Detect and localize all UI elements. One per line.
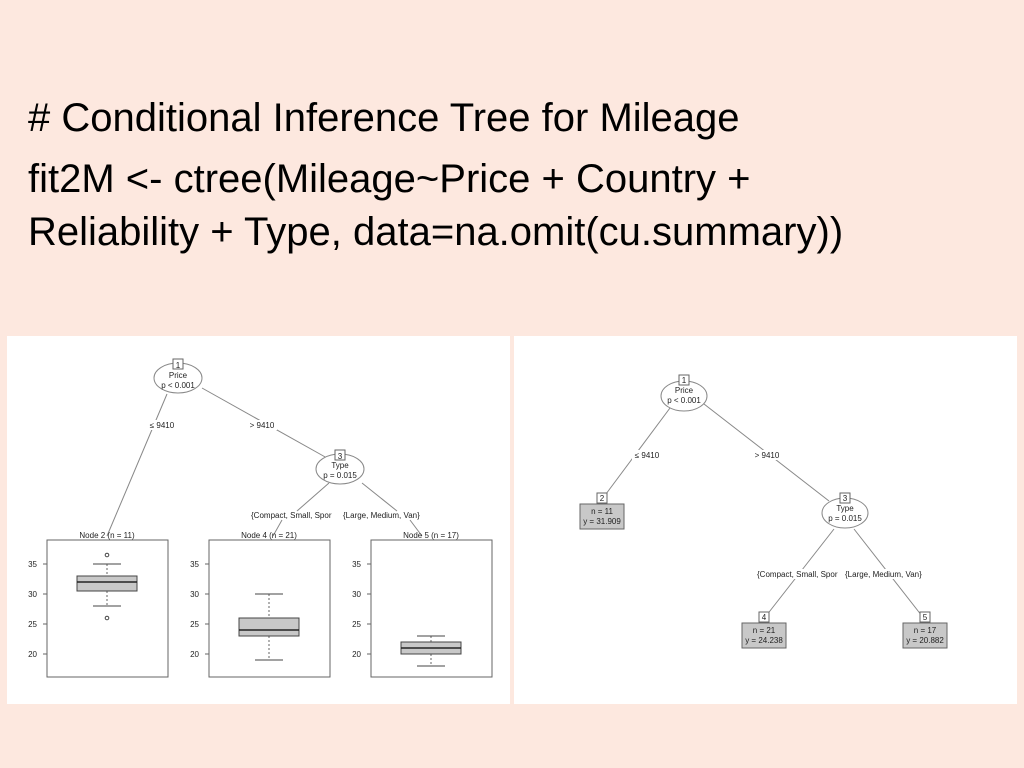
r-inner-node-var: Type [836, 504, 854, 513]
r-leaf-2-id: 5 [923, 613, 928, 622]
leaf-2-tick-20: 20 [352, 650, 361, 659]
r-root-node-id: 1 [682, 376, 687, 385]
edge-label-right: > 9410 [250, 421, 275, 430]
r-root-node-var: Price [675, 386, 694, 395]
r-edge-label-left: ≤ 9410 [635, 451, 660, 460]
edge-label-left: ≤ 9410 [150, 421, 175, 430]
edge-label-inner-left: {Compact, Small, Spor [251, 511, 332, 520]
r-leaf-1-n: n = 21 [753, 626, 776, 635]
leaf-0-tick-25: 25 [28, 620, 37, 629]
r-leaf-node-2: 5 n = 17 y = 20.882 [902, 611, 948, 649]
r-leaf-1-id: 4 [762, 613, 767, 622]
leaf-0-tick-35: 35 [28, 560, 37, 569]
code-line-2: Reliability + Type, data=na.omit(cu.summ… [28, 210, 844, 254]
boxplot-2 [400, 635, 462, 667]
inner-node-id: 3 [338, 452, 343, 461]
r-leaf-node-0: 2 n = 11 y = 31.909 [579, 492, 625, 530]
ctree-boxplot-figure: 1 Price p < 0.001 ≤ 9410 > 9410 3 Type p… [7, 336, 510, 704]
root-node-var: Price [169, 371, 188, 380]
r-root-node-p: p < 0.001 [667, 396, 701, 405]
r-leaf-0-id: 2 [600, 494, 605, 503]
edge-line-inner-right [361, 482, 398, 512]
leaf-0-tick-20: 20 [28, 650, 37, 659]
leaf-1-tick-20: 20 [190, 650, 199, 659]
boxplot-1 [238, 593, 300, 661]
outlier-point [104, 552, 110, 558]
leaf-axis-1 [205, 563, 209, 655]
r-inner-node-id: 3 [843, 494, 848, 503]
leaf-2-tick-35: 35 [352, 560, 361, 569]
boxplot-0 [76, 552, 138, 621]
leaf-title-2: Node 5 (n = 17) [403, 531, 459, 540]
root-node-id: 1 [176, 361, 181, 370]
box-iqr [76, 575, 138, 592]
root-node-p: p < 0.001 [161, 381, 195, 390]
leaf-1-tick-35: 35 [190, 560, 199, 569]
r-leaf-2-n: n = 17 [914, 626, 937, 635]
leaf-box-2: Node 5 (n = 17) 35 30 25 20 [352, 531, 493, 678]
r-root-node: 1 Price p < 0.001 [660, 374, 708, 412]
leaf-2-tick-30: 30 [352, 590, 361, 599]
r-leaf-0-n: n = 11 [591, 507, 613, 516]
r-edge-label-inner-right: {Large, Medium, Van} [845, 570, 922, 579]
leaf-box-0: Node 2 (n = 11) 35 30 25 20 [28, 531, 169, 678]
ctree-boxplot-svg: 1 Price p < 0.001 ≤ 9410 > 9410 3 Type p… [28, 358, 493, 678]
box-iqr [238, 617, 300, 637]
leaf-title-1: Node 4 (n = 21) [241, 531, 297, 540]
r-inner-node: 3 Type p = 0.015 [821, 492, 869, 529]
leaf-axis-0 [43, 563, 47, 655]
edge-line-inner-left-2 [272, 519, 283, 537]
leaf-2-tick-25: 25 [352, 620, 361, 629]
outlier-point [104, 615, 110, 621]
slide-text: # Conditional Inference Tree for Mileage… [28, 92, 998, 259]
inner-node: 3 Type p = 0.015 [315, 449, 365, 485]
leaf-0-tick-30: 30 [28, 590, 37, 599]
edge-line-inner-left [296, 482, 330, 512]
leaf-title-0: Node 2 (n = 11) [79, 531, 135, 540]
r-edge-label-right: > 9410 [755, 451, 780, 460]
inner-node-p: p = 0.015 [323, 471, 357, 480]
code-line-1: fit2M <- ctree(Mileage~Price + Country + [28, 157, 751, 201]
edge-line-root-left [106, 393, 168, 537]
r-leaf-1-y: y = 24.238 [745, 636, 783, 645]
root-node: 1 Price p < 0.001 [153, 358, 203, 394]
ctree-simple-svg: 1 Price p < 0.001 ≤ 9410 > 9410 3 Type p… [579, 374, 948, 649]
edge-label-inner-right: {Large, Medium, Van} [343, 511, 420, 520]
comment-line: # Conditional Inference Tree for Mileage [28, 96, 740, 140]
r-leaf-node-1: 4 n = 21 y = 24.238 [741, 611, 787, 649]
leaf-axis-2 [367, 563, 371, 655]
r-leaf-0-y: y = 31.909 [583, 517, 621, 526]
r-inner-node-p: p = 0.015 [828, 514, 862, 523]
inner-node-var: Type [331, 461, 349, 470]
leaf-box-1: Node 4 (n = 21) 35 30 25 20 [190, 531, 331, 678]
leaf-1-tick-25: 25 [190, 620, 199, 629]
r-edge-label-inner-left: {Compact, Small, Spor [757, 570, 838, 579]
r-leaf-2-y: y = 20.882 [906, 636, 944, 645]
leaf-1-tick-30: 30 [190, 590, 199, 599]
ctree-simple-figure: 1 Price p < 0.001 ≤ 9410 > 9410 3 Type p… [514, 336, 1017, 704]
edge-line-inner-right-2 [409, 519, 423, 537]
